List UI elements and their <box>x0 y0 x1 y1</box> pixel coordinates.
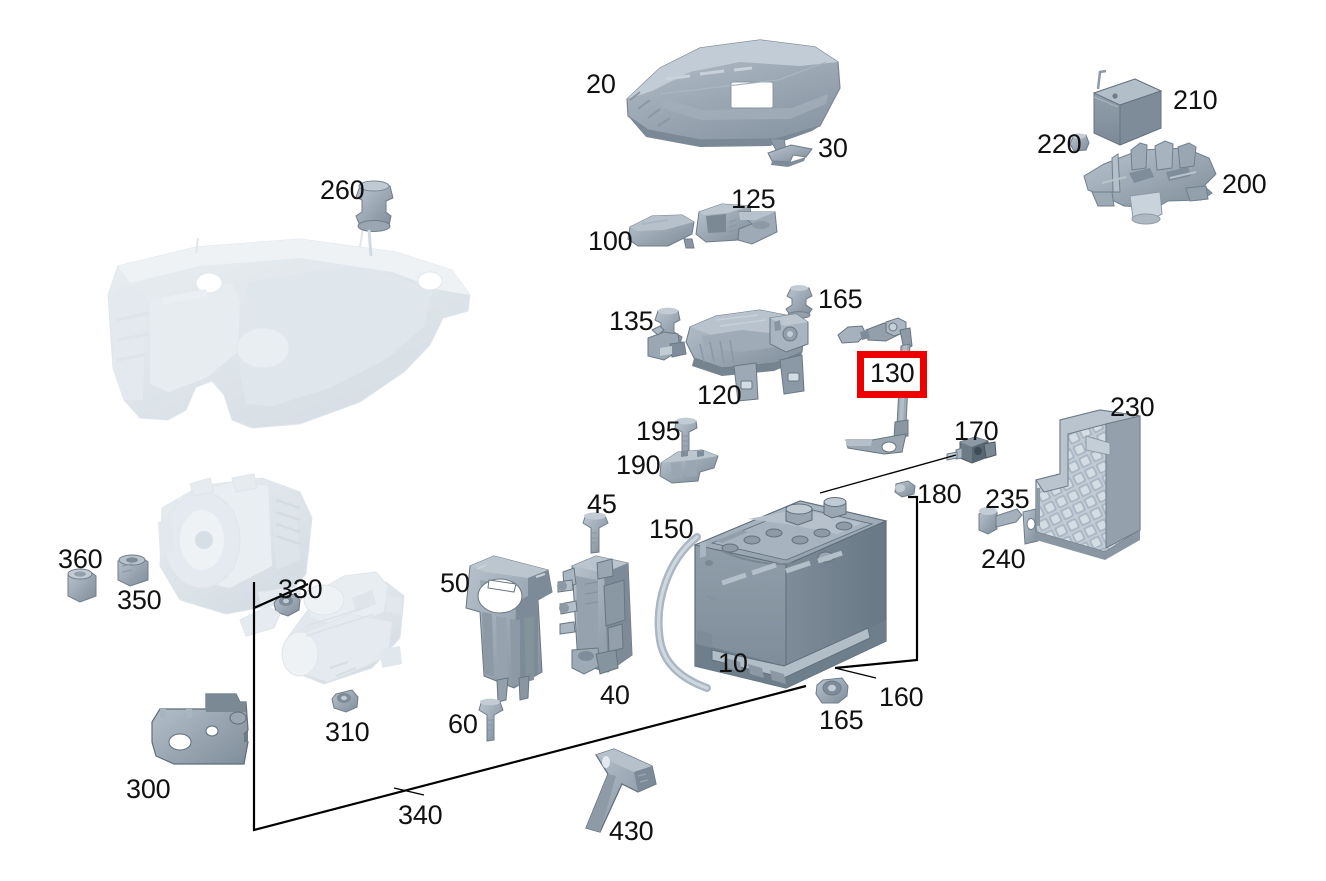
part-45-bolt <box>582 512 609 554</box>
callout-300: 300 <box>126 774 171 804</box>
part-330-nut <box>273 593 301 617</box>
part-230-insulation-mat <box>1035 409 1141 560</box>
callout-45: 45 <box>587 489 617 519</box>
part-40-fuse-block <box>557 555 633 675</box>
callout-100: 100 <box>588 226 633 256</box>
callout-190: 190 <box>616 450 661 480</box>
part-300-mounting-plate <box>151 693 249 765</box>
part-260-rubber-mount <box>355 180 394 257</box>
callout-135: 135 <box>609 306 654 336</box>
part-350-bushing <box>117 554 149 587</box>
callout-310: 310 <box>325 717 370 747</box>
part-235-retaining-plate <box>1022 508 1039 545</box>
part-50-bracket-support <box>465 555 553 703</box>
part-180-terminal-clamp <box>894 480 916 498</box>
callout-40: 40 <box>600 680 630 710</box>
leader-170 <box>819 454 957 494</box>
callout-350: 350 <box>117 585 162 615</box>
part-200-battery-tray <box>1083 140 1217 225</box>
callout-220: 220 <box>1037 129 1082 159</box>
part-430-hold-down-rod <box>585 748 657 833</box>
part-220-grommet <box>1069 133 1090 152</box>
callout-200: 200 <box>1222 169 1267 199</box>
callout-50: 50 <box>440 568 470 598</box>
part-240-expansion-rivet <box>978 507 1023 535</box>
callout-160: 160 <box>879 682 924 712</box>
callout-240: 240 <box>981 544 1026 574</box>
part-60-bolt <box>478 698 504 742</box>
part-165-nut-lower <box>815 677 849 704</box>
callout-180: 180 <box>917 479 962 509</box>
ghost-starter-motor <box>239 571 405 685</box>
part-360-sleeve <box>67 568 97 603</box>
part-150-vent-hose <box>654 533 711 692</box>
part-210-aux-battery <box>1092 69 1163 146</box>
callout-195: 195 <box>636 416 681 446</box>
callout-165-lower: 165 <box>819 705 864 735</box>
ghost-alternator <box>158 473 313 615</box>
part-100-cover-plate <box>627 214 695 249</box>
callout-260: 260 <box>320 175 365 205</box>
callout-230: 230 <box>1110 392 1155 422</box>
part-190-hold-down-clamp <box>659 449 719 484</box>
bracket-160 <box>834 495 919 679</box>
callout-210: 210 <box>1173 85 1218 115</box>
callout-360: 360 <box>58 544 103 574</box>
part-30-cover-clip <box>767 144 813 167</box>
callout-170: 170 <box>954 416 999 446</box>
callout-340: 340 <box>398 800 443 830</box>
callout-165-upper: 165 <box>818 284 863 314</box>
callout-120: 120 <box>697 380 742 410</box>
part-310-nut <box>331 689 359 713</box>
part-165-nut-upper <box>785 285 813 319</box>
callout-130-highlighted[interactable]: 130 <box>857 351 928 398</box>
bracket-340 <box>252 582 807 832</box>
part-170-battery-sensor <box>946 436 997 464</box>
callout-125: 125 <box>731 184 776 214</box>
part-125-relay-housing <box>695 203 778 245</box>
part-120-power-distribution-box <box>647 309 809 402</box>
callout-60: 60 <box>448 709 478 739</box>
part-10-battery <box>693 497 888 689</box>
part-20-battery-cover <box>626 39 841 151</box>
callout-20: 20 <box>586 69 616 99</box>
callout-235: 235 <box>985 484 1030 514</box>
callout-430: 430 <box>609 816 654 846</box>
callout-10: 10 <box>718 648 748 678</box>
ghost-frame-rail <box>107 227 471 429</box>
callout-30: 30 <box>818 133 848 163</box>
callout-330: 330 <box>278 574 323 604</box>
callout-150: 150 <box>649 514 694 544</box>
